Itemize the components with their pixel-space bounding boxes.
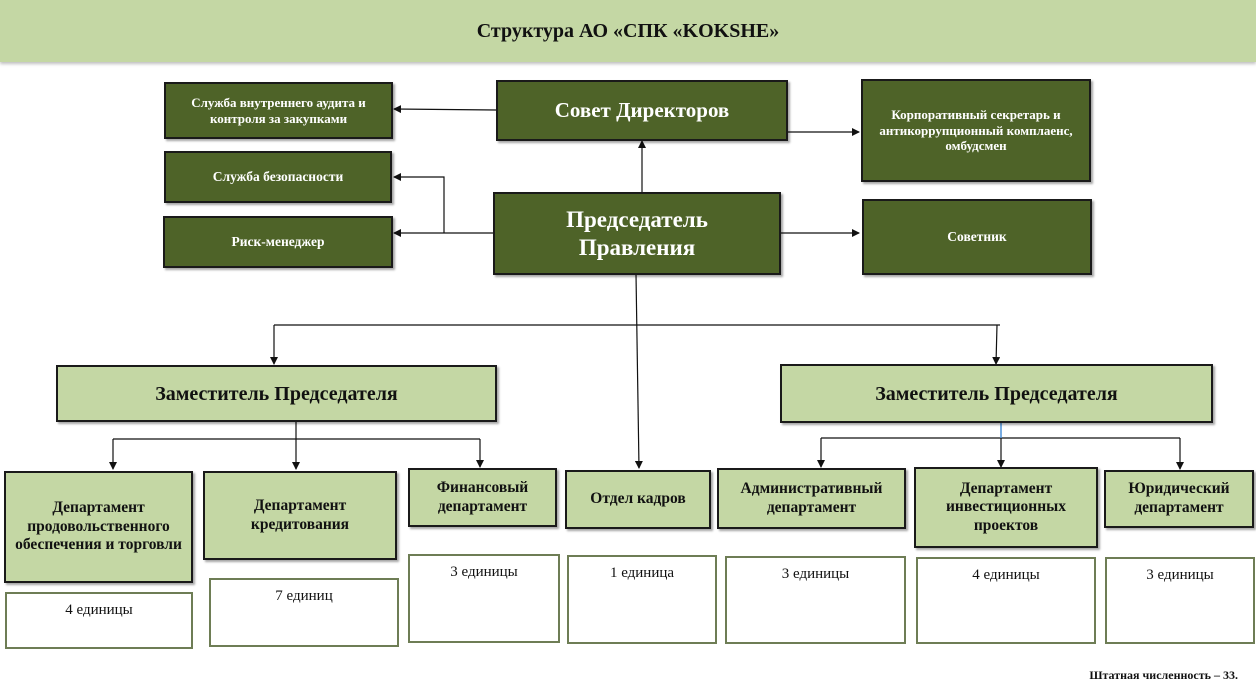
dept-finance-box: Финансовый департамент [408, 468, 557, 527]
dept-invest-count-label: 4 единицы [972, 567, 1040, 583]
secretary-box: Корпоративный секретарь и антикоррупцион… [861, 79, 1091, 182]
arrow-chairman-hr [634, 273, 643, 469]
arrow-chairman-security [393, 173, 445, 233]
dept-legal-box: Юридический департамент [1104, 470, 1254, 528]
dept-admin-count-label: 3 единицы [781, 566, 850, 582]
secretary-label: Корпоративный секретарь и антикоррупцион… [879, 107, 1073, 154]
dept-credit-label: Департамент кредитования [250, 496, 350, 533]
deputy-right-label: Заместитель Председателя [875, 382, 1118, 405]
chairman-label: Председатель Правления [566, 206, 708, 260]
security-box: Служба безопасности [164, 151, 392, 203]
board-box: Совет Директоров [496, 80, 788, 141]
deputy-left-box: Заместитель Председателя [56, 365, 497, 422]
dept-admin-box: Административный департамент [717, 468, 906, 529]
dept-food-label: Департамент продовольственного обеспечен… [15, 499, 182, 554]
dept-invest-label: Департамент инвестиционных проектов [945, 479, 1067, 534]
arrow-board-audit [393, 105, 497, 114]
chairman-box: Председатель Правления [493, 192, 781, 275]
dept-admin-label: Административный департамент [740, 479, 883, 516]
dept-food-count-label: 4 единицы [65, 602, 133, 618]
dept-hr-count-label: 1 единица [609, 565, 675, 581]
dept-finance-count: 3 единицы [408, 554, 560, 643]
dept-legal-count-label: 3 единицы [1146, 567, 1214, 583]
security-label: Служба безопасности [212, 168, 344, 184]
risk-box: Риск-менеджер [163, 216, 393, 268]
dept-finance-label: Финансовый департамент [436, 478, 529, 515]
page-title: Структура АО «СПК «KOKSHE» [476, 19, 780, 42]
dept-food-count: 4 единицы [5, 592, 193, 649]
audit-label: Служба внутреннего аудита и контроля за … [191, 94, 366, 126]
dept-finance-count-label: 3 единицы [450, 564, 518, 580]
audit-box: Служба внутреннего аудита и контроля за … [164, 82, 393, 139]
dept-credit-count: 7 единиц [209, 578, 399, 647]
dept-credit-count-label: 7 единиц [275, 588, 333, 604]
risk-label: Риск-менеджер [231, 233, 325, 249]
dept-credit-box: Департамент кредитования [203, 471, 397, 560]
dept-invest-box: Департамент инвестиционных проектов [914, 467, 1098, 548]
dept-legal-label: Юридический департамент [1128, 480, 1230, 516]
advisor-label: Советник [947, 228, 1007, 244]
dept-food-box: Департамент продовольственного обеспечен… [4, 471, 193, 583]
deputy-left-label: Заместитель Председателя [155, 382, 398, 405]
dept-hr-box: Отдел кадров [565, 470, 711, 529]
board-label: Совет Директоров [554, 97, 730, 122]
dept-admin-count: 3 единицы [725, 556, 906, 644]
dept-hr-label: Отдел кадров [590, 490, 686, 508]
staff-total-note: Штатная численность – 33. [1089, 668, 1238, 682]
arrow-to-deputy-right [992, 324, 1001, 365]
dept-legal-count: 3 единицы [1105, 557, 1255, 644]
header-banner: Структура АО «СПК «KOKSHE» [0, 0, 1256, 62]
dept-invest-count: 4 единицы [916, 557, 1096, 644]
advisor-box: Советник [862, 199, 1092, 275]
deputy-right-box: Заместитель Председателя [780, 364, 1213, 423]
dept-hr-count: 1 единица [567, 555, 717, 644]
